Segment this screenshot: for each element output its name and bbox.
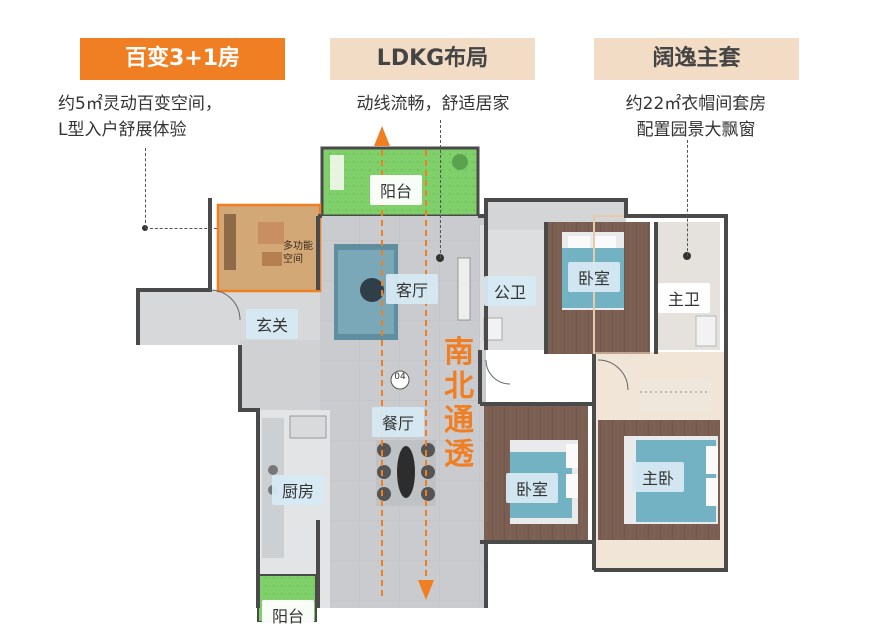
room-label-master-bedroom: 主卧	[632, 462, 685, 492]
leader-line-flex-room-v	[145, 148, 146, 228]
room-label-balcony-bottom: 阳台	[262, 600, 315, 630]
room-label-kitchen: 厨房	[272, 475, 325, 505]
feature-desc-ldkg: 动线流畅，舒适居家	[356, 94, 510, 114]
room-label-dining: 餐厅	[372, 407, 425, 437]
room-label-living: 客厅	[386, 274, 439, 304]
leader-line-flex-room-h	[145, 228, 217, 229]
feature-desc-flex-room: 约5㎡灵动百变空间， L型入户舒展体验	[58, 94, 222, 140]
north-south-label: 南 北 通 透	[444, 335, 474, 472]
unit-marker: 04	[394, 372, 406, 382]
feature-title-ldkg: LDKG布局	[330, 38, 535, 80]
room-label-bedroom-2: 卧室	[506, 473, 559, 503]
feature-title-flex-room: 百变3+1房	[80, 38, 285, 80]
room-label-public-bath: 公卫	[484, 276, 537, 306]
room-label-master-bath: 主卫	[658, 283, 711, 313]
feature-desc-master-suite: 约22㎡衣帽间套房 配置园景大飘窗	[625, 94, 767, 140]
room-label-bedroom-1: 卧室	[568, 262, 621, 292]
leader-line-ldkg	[440, 120, 441, 258]
leader-line-master-suite	[687, 140, 688, 256]
room-label-balcony-top: 阳台	[370, 175, 423, 205]
feature-title-master-suite: 阔逸主套	[594, 38, 799, 80]
multi-function-caption: 多功能 空间	[283, 241, 313, 265]
room-label-entrance: 玄关	[246, 309, 299, 339]
